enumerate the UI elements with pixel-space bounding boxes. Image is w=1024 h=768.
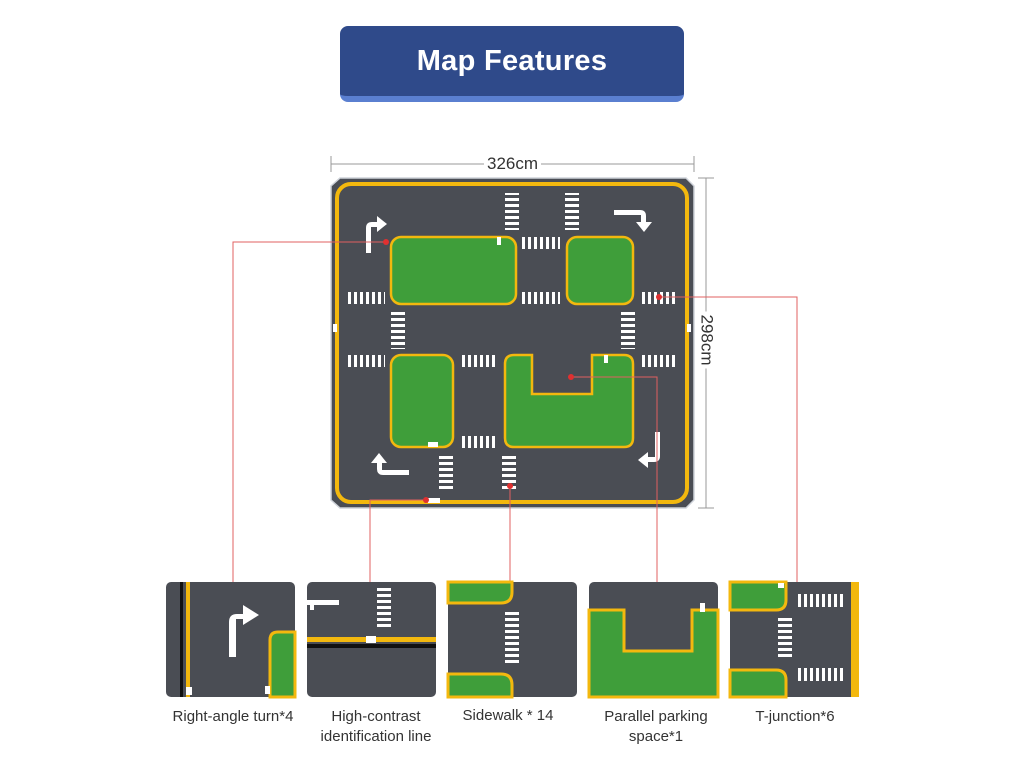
title-banner: Map Features (340, 26, 684, 102)
turn-arrow-icon (614, 210, 652, 232)
turn-arrow-icon (371, 453, 409, 475)
height-label: 298cm (696, 311, 717, 369)
caption-right-angle-turn: Right-angle turn*4 (172, 708, 294, 725)
tile-identification-line (307, 582, 436, 697)
turn-arrow-icon (366, 216, 387, 253)
tile-t-junction (728, 580, 859, 699)
callout-lines (232, 241, 798, 582)
caption-sidewalk: Sidewalk * 14 (462, 707, 554, 724)
turn-arrow-icon (229, 605, 259, 657)
tile-parallel-parking (587, 582, 720, 699)
caption-identification-line: High-contrast identification line (320, 708, 432, 745)
turn-arrow-icon (638, 432, 660, 468)
caption-parallel-parking: Parallel parking space*1 (604, 708, 708, 745)
tile-right-angle-turn (166, 582, 297, 699)
tile-sidewalk (446, 580, 577, 699)
callout-dots (383, 239, 662, 503)
width-label: 326cm (484, 154, 542, 174)
map-mat (330, 177, 695, 509)
caption-t-junction: T-junction*6 (755, 708, 835, 725)
page-title: Map Features (416, 44, 608, 77)
